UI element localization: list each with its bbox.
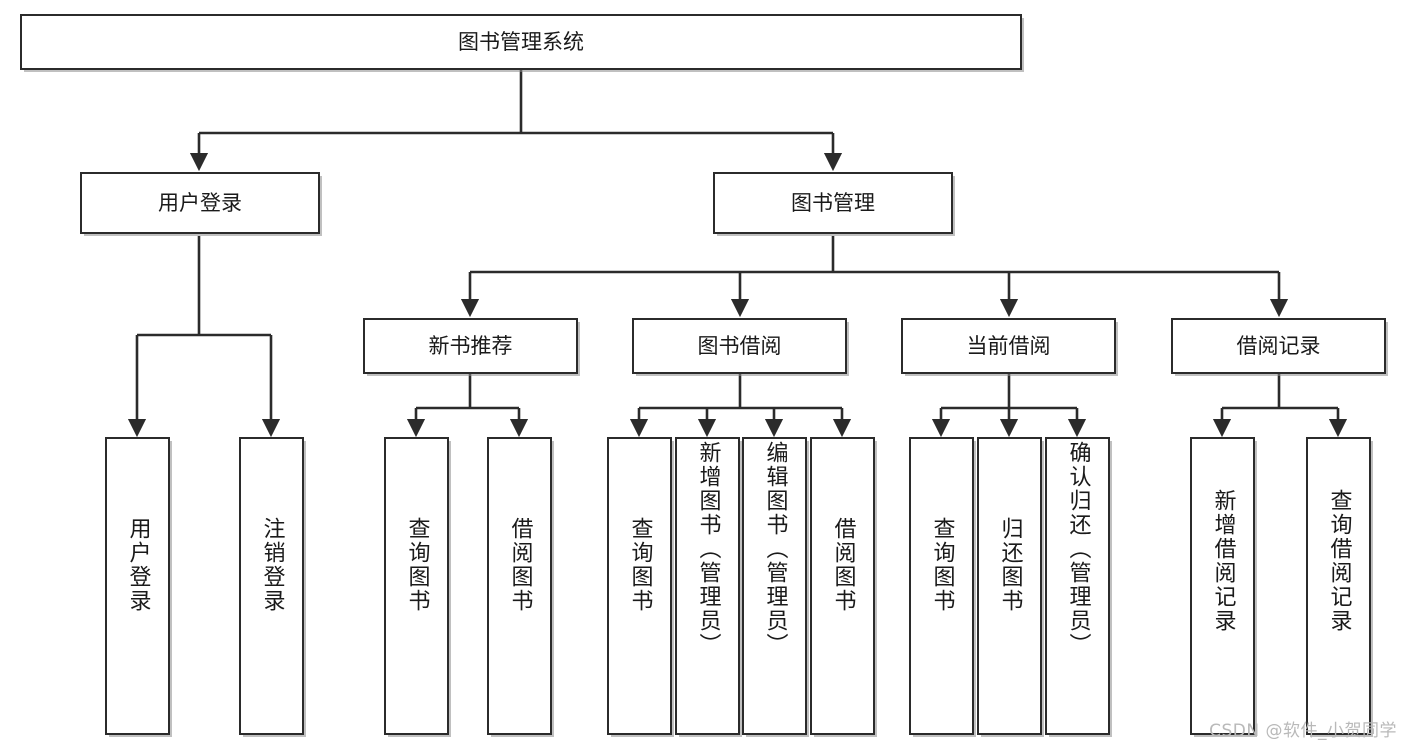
node-leaf-borrow-book-1[interactable]: 借阅图书 — [487, 437, 552, 735]
node-book-borrow[interactable]: 图书借阅 — [632, 318, 847, 374]
csdn-watermark: CSDN @软件_小贺同学 — [1209, 721, 1397, 741]
node-leaf-add-book[interactable]: 新增图书（管理员） — [675, 437, 740, 735]
node-leaf-query-book-2-label: 查询图书 — [627, 517, 653, 613]
node-leaf-user-login-label: 用户登录 — [125, 517, 151, 613]
node-leaf-query-book-3[interactable]: 查询图书 — [909, 437, 974, 735]
node-leaf-user-logout[interactable]: 注销登录 — [239, 437, 304, 735]
node-book-manage-label: 图书管理 — [791, 190, 875, 215]
node-user-login[interactable]: 用户登录 — [80, 172, 320, 234]
node-current-borrow-label: 当前借阅 — [966, 333, 1051, 358]
node-leaf-add-record-label: 新增借阅记录 — [1210, 489, 1236, 633]
node-new-book-rec[interactable]: 新书推荐 — [363, 318, 578, 374]
node-root-label: 图书管理系统 — [458, 29, 584, 54]
node-leaf-add-book-label: 新增图书（管理员） — [695, 441, 721, 657]
node-leaf-confirm-return-label: 确认归还（管理员） — [1065, 441, 1091, 657]
node-leaf-query-book-1[interactable]: 查询图书 — [384, 437, 449, 735]
node-leaf-query-book-3-label: 查询图书 — [929, 517, 955, 613]
node-leaf-user-logout-label: 注销登录 — [259, 517, 285, 613]
node-root[interactable]: 图书管理系统 — [20, 14, 1022, 70]
node-leaf-query-record-label: 查询借阅记录 — [1326, 489, 1352, 633]
node-leaf-query-record[interactable]: 查询借阅记录 — [1306, 437, 1371, 735]
node-borrow-record-label: 借阅记录 — [1236, 333, 1321, 358]
node-leaf-user-login[interactable]: 用户登录 — [105, 437, 170, 735]
node-current-borrow[interactable]: 当前借阅 — [901, 318, 1116, 374]
node-leaf-add-record[interactable]: 新增借阅记录 — [1190, 437, 1255, 735]
node-leaf-borrow-book-2[interactable]: 借阅图书 — [810, 437, 875, 735]
node-leaf-confirm-return[interactable]: 确认归还（管理员） — [1045, 437, 1110, 735]
node-leaf-query-book-2[interactable]: 查询图书 — [607, 437, 672, 735]
node-user-login-label: 用户登录 — [158, 190, 242, 215]
node-leaf-edit-book[interactable]: 编辑图书（管理员） — [742, 437, 807, 735]
node-leaf-borrow-book-1-label: 借阅图书 — [507, 517, 533, 613]
node-leaf-return-book-label: 归还图书 — [997, 517, 1023, 613]
node-book-manage[interactable]: 图书管理 — [713, 172, 953, 234]
node-new-book-rec-label: 新书推荐 — [428, 333, 513, 358]
node-book-borrow-label: 图书借阅 — [697, 333, 782, 358]
node-borrow-record[interactable]: 借阅记录 — [1171, 318, 1386, 374]
node-leaf-borrow-book-2-label: 借阅图书 — [830, 517, 856, 613]
node-leaf-return-book[interactable]: 归还图书 — [977, 437, 1042, 735]
node-leaf-edit-book-label: 编辑图书（管理员） — [762, 441, 788, 657]
node-leaf-query-book-1-label: 查询图书 — [404, 517, 430, 613]
